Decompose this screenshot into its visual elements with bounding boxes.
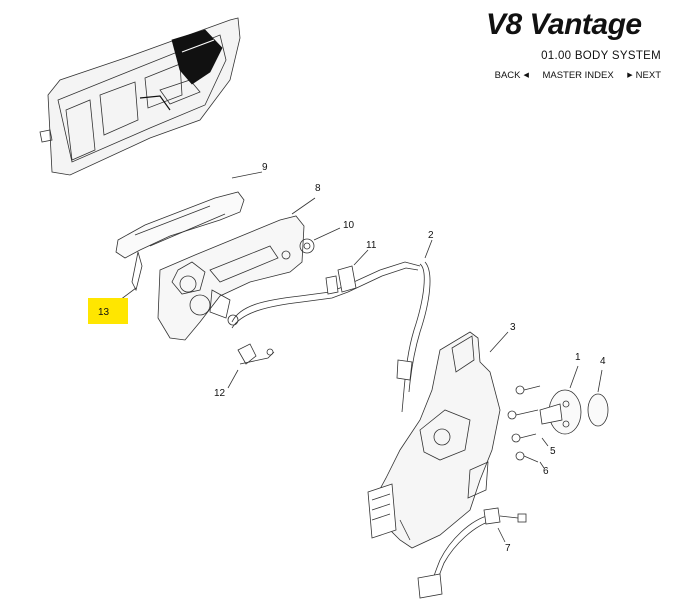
triangle-right-icon: ▶ (627, 72, 633, 79)
part-9-outer-handle (115, 171, 263, 292)
part-5-6-bolts (507, 385, 549, 469)
part-11-cable (227, 249, 421, 329)
part-1-striker (539, 365, 582, 435)
callout-6[interactable]: 6 (543, 466, 549, 477)
callout-1[interactable]: 1 (575, 352, 581, 363)
part-4-shim (587, 369, 609, 427)
callout-4[interactable]: 4 (600, 356, 606, 367)
callout-7[interactable]: 7 (505, 543, 511, 554)
part-3-latch-assembly (367, 331, 509, 549)
back-label: BACK (494, 70, 521, 81)
callout-5[interactable]: 5 (550, 446, 556, 457)
part-12-rod-clip (227, 343, 275, 389)
part-2-latch-cable (396, 239, 433, 413)
door-inset-drawing (39, 17, 241, 176)
part-7-harness (417, 507, 527, 599)
navigation-bar: BACK◀ MASTER INDEX ▶NEXT (495, 70, 661, 81)
callout-9[interactable]: 9 (262, 162, 268, 173)
brand-logo-text: V8 Vantage (486, 8, 642, 41)
callout-10[interactable]: 10 (343, 220, 355, 231)
callout-11[interactable]: 11 (366, 240, 377, 251)
triangle-left-icon: ◀ (523, 72, 529, 79)
callout-2[interactable]: 2 (428, 230, 434, 241)
callout-13-highlighted[interactable]: 13 (88, 298, 128, 324)
callout-12[interactable]: 12 (214, 388, 226, 399)
callout-3[interactable]: 3 (510, 322, 516, 333)
next-label: NEXT (635, 70, 661, 81)
back-link[interactable]: BACK◀ (495, 70, 532, 81)
next-link[interactable]: ▶NEXT (624, 70, 661, 81)
part-10-grommet (299, 227, 341, 254)
part-8-handle-base (157, 197, 316, 341)
section-title: 01.00 BODY SYSTEM (541, 50, 661, 62)
master-index-link[interactable]: MASTER INDEX (542, 70, 614, 81)
callout-8[interactable]: 8 (315, 183, 321, 194)
